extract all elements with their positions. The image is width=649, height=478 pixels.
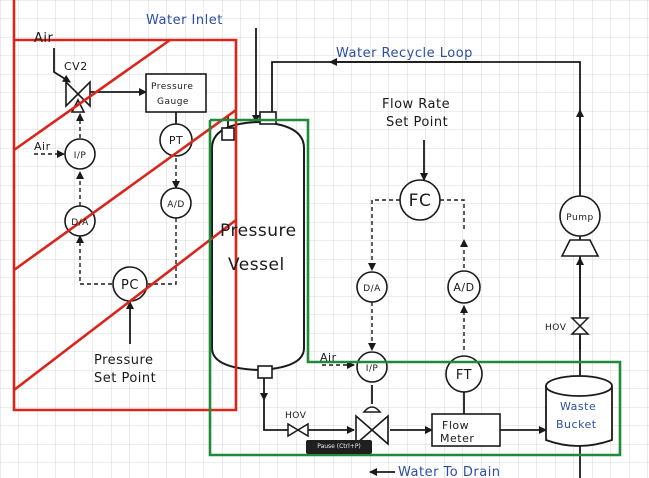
ft-bubble bbox=[445, 355, 483, 393]
air-top-label: Air bbox=[34, 31, 54, 46]
flow-meter-box bbox=[431, 413, 501, 447]
cv2-label: CV2 bbox=[64, 60, 88, 73]
hov-upper-valve-icon bbox=[570, 317, 590, 335]
hov-upper-label: HOV bbox=[545, 323, 567, 333]
hov-lower-label: HOV bbox=[285, 411, 307, 421]
setpoint-arrows bbox=[126, 140, 428, 344]
ad-right-tag: A/D bbox=[453, 281, 474, 294]
pressure-gauge-box bbox=[145, 73, 207, 113]
flow-rate-setpoint-label-line1: Flow Rate bbox=[382, 97, 450, 112]
ad-right-bubble bbox=[447, 270, 481, 304]
pressure-setpoint-label-line2: Set Point bbox=[94, 371, 156, 386]
pause-tooltip: Pause (Ctrl+P) bbox=[306, 440, 372, 454]
flow-meter-label-line2: Meter bbox=[440, 432, 474, 445]
pt-tag: PT bbox=[169, 134, 183, 147]
pressure-vessel-label-line1: Pressure bbox=[220, 221, 297, 241]
air-left-label: Air bbox=[34, 140, 51, 153]
red-highlight-region bbox=[12, 0, 238, 412]
water-recycle-loop-label: Water Recycle Loop bbox=[336, 46, 473, 61]
water-to-drain-label: Water To Drain bbox=[398, 465, 501, 478]
ip-left-tag: I/P bbox=[74, 151, 87, 161]
fc-tag: FC bbox=[409, 191, 432, 211]
pressure-gauge-label-line1: Pressure bbox=[151, 82, 193, 92]
waste-bucket-label-line1: Waste bbox=[560, 400, 596, 413]
pressure-gauge-label-line2: Gauge bbox=[157, 97, 189, 107]
ip-left-bubble bbox=[64, 138, 96, 170]
pump-icon bbox=[559, 195, 601, 257]
ip-right-bubble bbox=[356, 351, 388, 383]
hov-lower-valve-icon bbox=[287, 422, 309, 438]
ad-left-bubble bbox=[160, 187, 192, 219]
pressure-vessel-label-line2: Vessel bbox=[228, 255, 285, 275]
flow-meter-label-line1: Flow bbox=[442, 419, 469, 432]
ad-left-tag: A/D bbox=[167, 200, 185, 210]
air-right-label: Air bbox=[320, 351, 337, 364]
ip-right-tag: I/P bbox=[366, 364, 379, 374]
pc-tag: PC bbox=[121, 278, 139, 293]
waste-bucket bbox=[545, 375, 613, 447]
water-inlet-label: Water Inlet bbox=[146, 13, 223, 28]
green-highlight-region bbox=[208, 118, 622, 457]
da-right-tag: D/A bbox=[363, 284, 381, 294]
ft-tag: FT bbox=[456, 368, 472, 383]
waste-bucket-label-line2: Bucket bbox=[556, 418, 597, 431]
da-left-tag: D/A bbox=[71, 218, 89, 228]
pressure-setpoint-label-line1: Pressure bbox=[94, 353, 154, 368]
fc-bubble bbox=[399, 179, 441, 221]
flow-control-valve-icon bbox=[355, 406, 389, 446]
da-right-bubble bbox=[356, 271, 388, 303]
pump-tag: Pump bbox=[566, 213, 593, 223]
signal-lines bbox=[34, 113, 468, 369]
flow-rate-setpoint-label-line2: Set Point bbox=[386, 115, 448, 130]
pressure-vessel bbox=[211, 111, 305, 379]
